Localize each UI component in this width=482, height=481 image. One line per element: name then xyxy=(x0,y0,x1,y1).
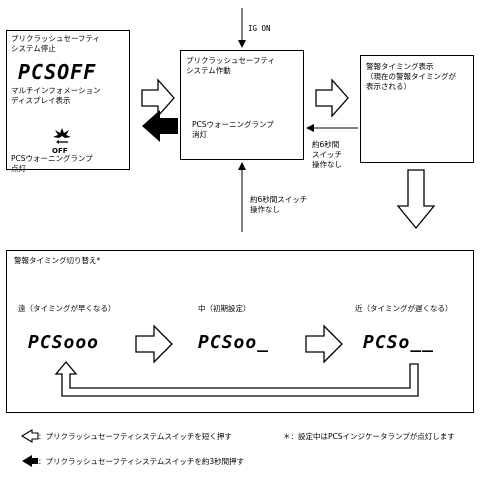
timing-switch-title: 警報タイミング切り替え* xyxy=(14,256,101,265)
setting-mid-label: 中（初期設定） xyxy=(198,304,251,313)
short-press-arrow-down xyxy=(396,169,436,230)
long-press-arrow xyxy=(142,110,178,142)
warning-timing-display-title: 警報タイミング表示 （現在の警報タイミングが 表示される） xyxy=(366,62,456,91)
pcs-off-display: PCSOFF xyxy=(18,60,97,84)
legend-long-press-text: ：プリクラッシュセーフティシステムスイッチを約3秒間押す xyxy=(38,457,245,466)
multi-info-display-note: マルチインフォメーション ディスプレイ表示 xyxy=(11,86,101,105)
legend-filled-arrow-icon xyxy=(22,455,38,467)
wait-6s-label-bottom: 約6秒間スイッチ 操作なし xyxy=(250,195,308,214)
ig-on-label: IG ON xyxy=(248,24,271,33)
setting-far-label: 遠（タイミングが早くなる） xyxy=(18,304,116,313)
warning-timing-display-box xyxy=(360,55,474,163)
pcs-lamp-off-label: PCSウォーニングランプ 消灯 xyxy=(192,120,274,139)
pcs-warning-lamp-icon xyxy=(50,126,74,154)
setting-near-label: 近（タイミングが遅くなる） xyxy=(355,304,453,313)
short-press-arrow-far-mid xyxy=(135,324,173,364)
lamp-icon-text: OFF xyxy=(52,147,68,155)
setting-mid-display: PCSoo_ xyxy=(198,332,270,353)
short-press-arrow-2 xyxy=(315,78,349,118)
legend-note-text: ＊：設定中はPCSインジケータランプが点灯します xyxy=(283,432,455,441)
system-off-box xyxy=(6,30,130,170)
legend-short-press-text: ：プリクラッシュセーフティシステムスイッチを短く押す xyxy=(38,432,232,441)
system-active-box xyxy=(180,50,304,160)
timing-switch-box xyxy=(6,250,474,413)
setting-far-display: PCSooo xyxy=(28,332,100,353)
system-active-title: プリクラッシュセーフティ システム作動 xyxy=(186,56,276,75)
timeout-arrow-bottom xyxy=(238,162,246,232)
timeout-arrow-right xyxy=(306,124,358,132)
legend-hollow-arrow-icon xyxy=(20,429,39,443)
short-press-arrow-1 xyxy=(141,78,175,118)
short-press-loop-arrow xyxy=(54,360,419,397)
setting-near-display: PCSo__ xyxy=(363,332,435,353)
ig-on-arrow xyxy=(238,8,246,48)
wait-6s-label-right: 約6秒間 スイッチ 操作なし xyxy=(312,140,342,169)
short-press-arrow-mid-near xyxy=(305,324,343,364)
pcs-lamp-on-label: PCSウォーニングランプ 点灯 xyxy=(11,154,93,173)
system-off-title: プリクラッシュセーフティ システム停止 xyxy=(11,34,101,53)
